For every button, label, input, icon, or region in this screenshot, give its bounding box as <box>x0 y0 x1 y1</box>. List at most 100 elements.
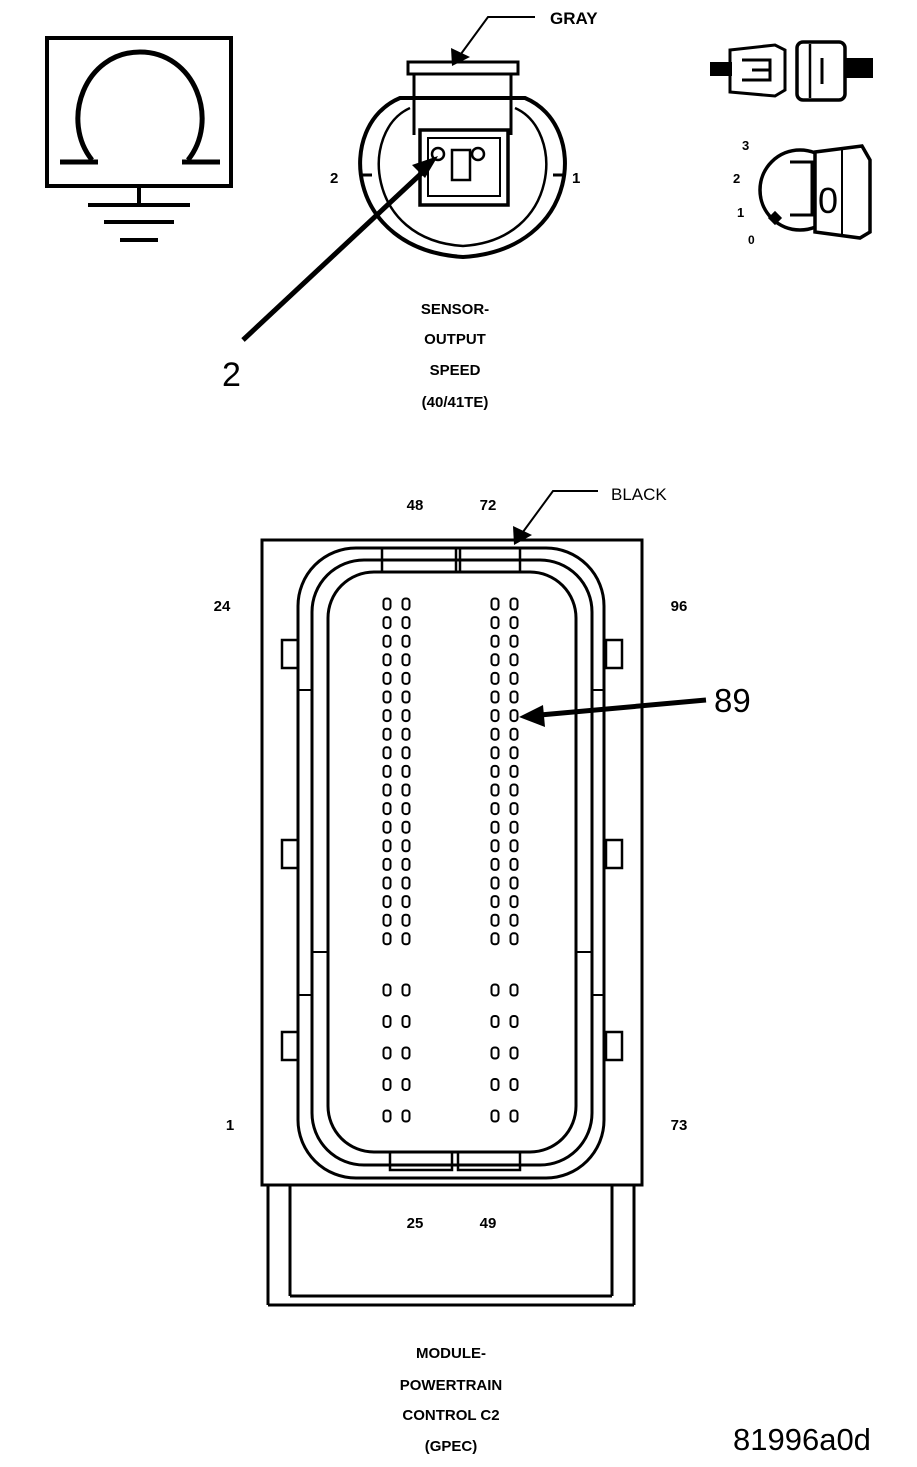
ignition-position-3: 3 <box>742 138 749 153</box>
module-pin-cavity <box>382 616 392 630</box>
module-pin-cavity <box>490 764 500 778</box>
module-pin-cavity <box>382 783 392 797</box>
module-pin-cavity <box>382 839 392 853</box>
module-pin-cavity <box>490 1109 500 1123</box>
module-pin-cavity <box>509 1078 519 1091</box>
module-pin-cavity <box>509 1109 519 1123</box>
sensor-pin-right-label: 1 <box>572 170 580 187</box>
module-pin-cavity <box>490 1046 500 1060</box>
ignition-position-2: 2 <box>733 171 740 186</box>
module-pin-cavity <box>490 895 500 909</box>
module-pin-cavity <box>382 983 392 997</box>
module-pin-cavity <box>401 983 411 997</box>
ignition-position-1: 1 <box>737 205 744 220</box>
cavity-label-24: 24 <box>214 598 231 615</box>
module-connector <box>260 538 644 1307</box>
sensor-color-label: GRAY <box>550 9 598 28</box>
ignition-position-0: 0 <box>748 233 755 247</box>
module-pin-cavity <box>382 802 392 816</box>
module-pin-cavity <box>401 895 411 909</box>
module-pin-cavity <box>401 820 411 834</box>
module-pin-cavity <box>401 1015 411 1028</box>
module-pin-cavity <box>509 746 519 760</box>
cavity-label-72: 72 <box>480 497 497 514</box>
module-pin-cavity <box>401 1078 411 1091</box>
module-title-line-3: CONTROL C2 <box>402 1407 499 1424</box>
module-pin-cavity <box>509 802 519 816</box>
module-pin-cavity <box>401 634 411 648</box>
module-pin-cavity <box>490 913 500 927</box>
module-pin-cavity <box>401 839 411 853</box>
module-pin-cavity <box>509 983 519 997</box>
module-pin-cavity <box>490 802 500 816</box>
sensor-callout-pin-number: 2 <box>222 356 241 394</box>
module-pin-cavity <box>401 802 411 816</box>
sensor-title-line-4: (40/41TE) <box>422 394 489 411</box>
module-callout-pin-number: 89 <box>714 682 751 719</box>
sensor-title-line-1: SENSOR- <box>421 301 489 318</box>
module-pin-cavity <box>382 597 392 611</box>
module-pin-cavity <box>401 764 411 778</box>
module-pin-cavity <box>490 839 500 853</box>
module-pin-cavity <box>401 597 411 611</box>
module-pin-cavity <box>490 932 500 946</box>
module-pin-cavity <box>382 1078 392 1091</box>
ignition-key-glyph: 0 <box>818 180 838 221</box>
module-pin-cavity <box>490 857 500 871</box>
module-pin-cavity <box>401 876 411 890</box>
cavity-label-1: 1 <box>226 1117 234 1134</box>
module-pin-cavity <box>509 839 519 853</box>
connector-icon <box>710 40 873 102</box>
module-pin-cavity <box>382 1046 392 1060</box>
module-pin-cavity <box>509 597 519 611</box>
module-pin-cavity <box>382 820 392 834</box>
module-pin-cavity <box>382 1109 392 1123</box>
module-pin-cavity <box>401 690 411 704</box>
module-pin-callout-arrow <box>519 697 707 727</box>
module-color-label: BLACK <box>611 485 667 504</box>
module-pin-cavity <box>401 1109 411 1123</box>
module-pin-cavity <box>490 1015 500 1028</box>
module-pin-cavity <box>509 913 519 927</box>
module-pin-cavity <box>490 709 500 723</box>
module-pin-cavity <box>509 634 519 648</box>
module-pin-cavity <box>382 634 392 648</box>
module-pin-cavity <box>509 709 519 723</box>
module-pin-cavity <box>401 913 411 927</box>
module-pin-cavity <box>490 616 500 630</box>
module-title-line-4: (GPEC) <box>425 1438 478 1455</box>
module-pin-cavity <box>509 1046 519 1060</box>
module-pin-cavity <box>490 727 500 741</box>
module-pin-cavity <box>509 857 519 871</box>
module-pin-cavity <box>382 671 392 685</box>
sensor-title: SENSOR- OUTPUT SPEED (40/41TE) <box>421 301 489 411</box>
module-pin-cavity <box>401 616 411 630</box>
gray-color-callout <box>451 16 535 66</box>
module-pin-cavity <box>382 876 392 890</box>
module-pin-cavity <box>401 857 411 871</box>
module-pin-cavity <box>401 932 411 946</box>
module-pin-cavity <box>382 764 392 778</box>
module-pin-cavity <box>401 746 411 760</box>
module-pin-cavity <box>401 727 411 741</box>
cavity-label-73: 73 <box>671 1117 688 1134</box>
cavity-label-96: 96 <box>671 598 688 615</box>
module-pin-cavity <box>509 783 519 797</box>
ohmmeter-ground-icon <box>45 36 233 242</box>
module-pin-cavity <box>382 690 392 704</box>
module-pin-cavity <box>401 1046 411 1060</box>
module-pin-cavity <box>490 820 500 834</box>
module-pin-cavity <box>509 1015 519 1028</box>
module-pin-cavity <box>401 653 411 667</box>
module-pin-cavity <box>490 597 500 611</box>
module-pin-cavity <box>382 932 392 946</box>
module-pin-cavity <box>490 671 500 685</box>
module-pin-cavity <box>382 895 392 909</box>
module-title: MODULE- POWERTRAIN CONTROL C2 (GPEC) <box>400 1345 503 1455</box>
module-pin-cavity <box>490 746 500 760</box>
cavity-label-48: 48 <box>407 497 424 514</box>
sensor-pin-left-label: 2 <box>330 170 338 187</box>
module-pin-cavity <box>401 783 411 797</box>
module-pin-cavity <box>490 690 500 704</box>
